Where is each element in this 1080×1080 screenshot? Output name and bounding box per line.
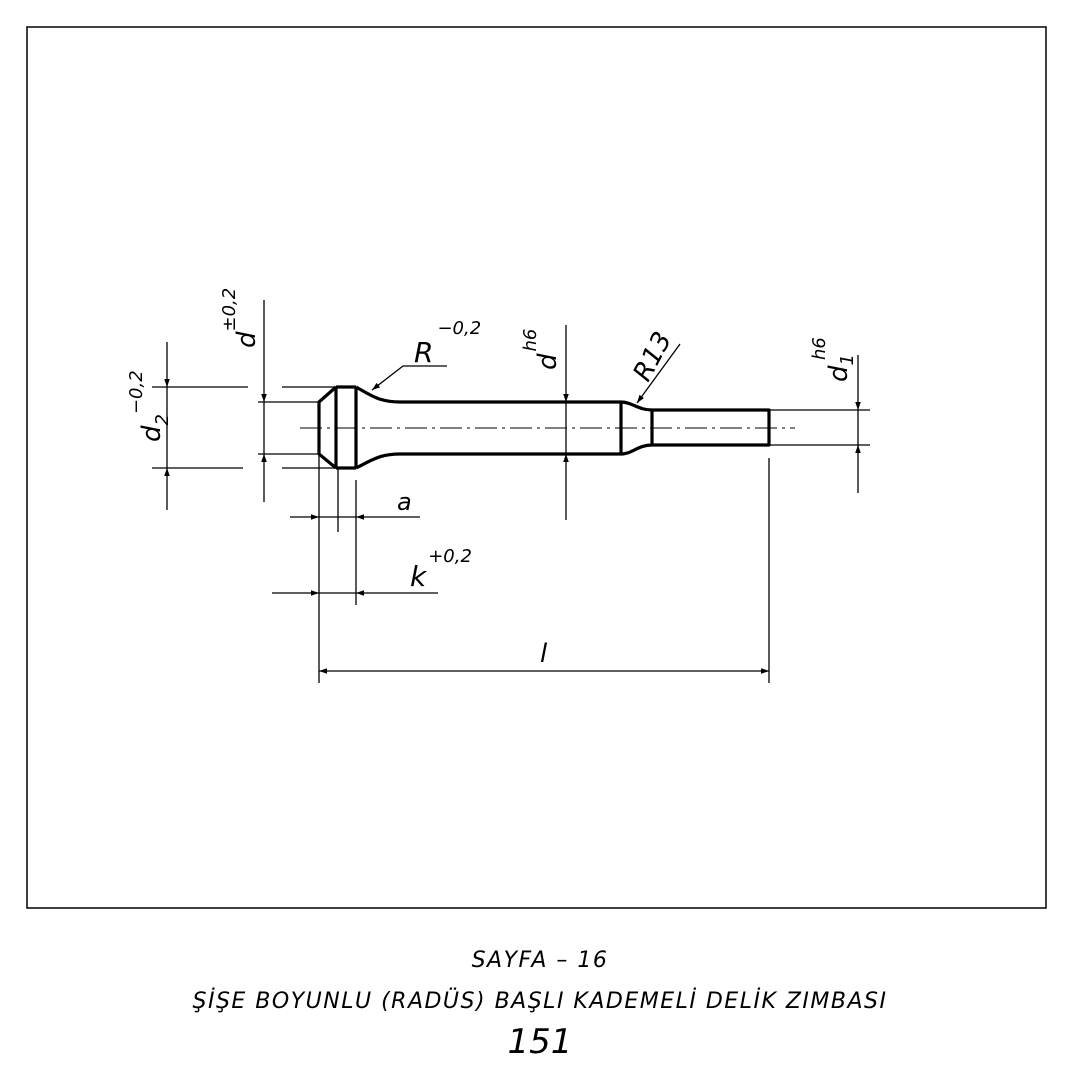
label-d-shaft: dh6 — [520, 329, 563, 370]
label-r: R−0,2 — [414, 318, 481, 369]
radius-leader — [371, 365, 447, 391]
label-a: a — [397, 488, 412, 516]
extension-lines — [152, 386, 870, 683]
page-number-caption: SAYFA – 16 — [471, 948, 609, 973]
label-k: k+0,2 — [410, 546, 472, 593]
r13-leader — [636, 343, 681, 404]
label-d: d±0,2 — [219, 288, 262, 348]
label-d1: d1h6 — [809, 337, 858, 382]
label-l: l — [540, 639, 548, 669]
punch-outline — [317, 385, 771, 470]
label-d2: d2−0,2 — [126, 370, 173, 442]
drawing-number: 151 — [507, 1022, 573, 1062]
drawing-frame — [26, 26, 1047, 909]
drawing-title: ŞİŞE BOYUNLU (RADÜS) BAŞLI KADEMELİ DELİ… — [192, 989, 888, 1014]
